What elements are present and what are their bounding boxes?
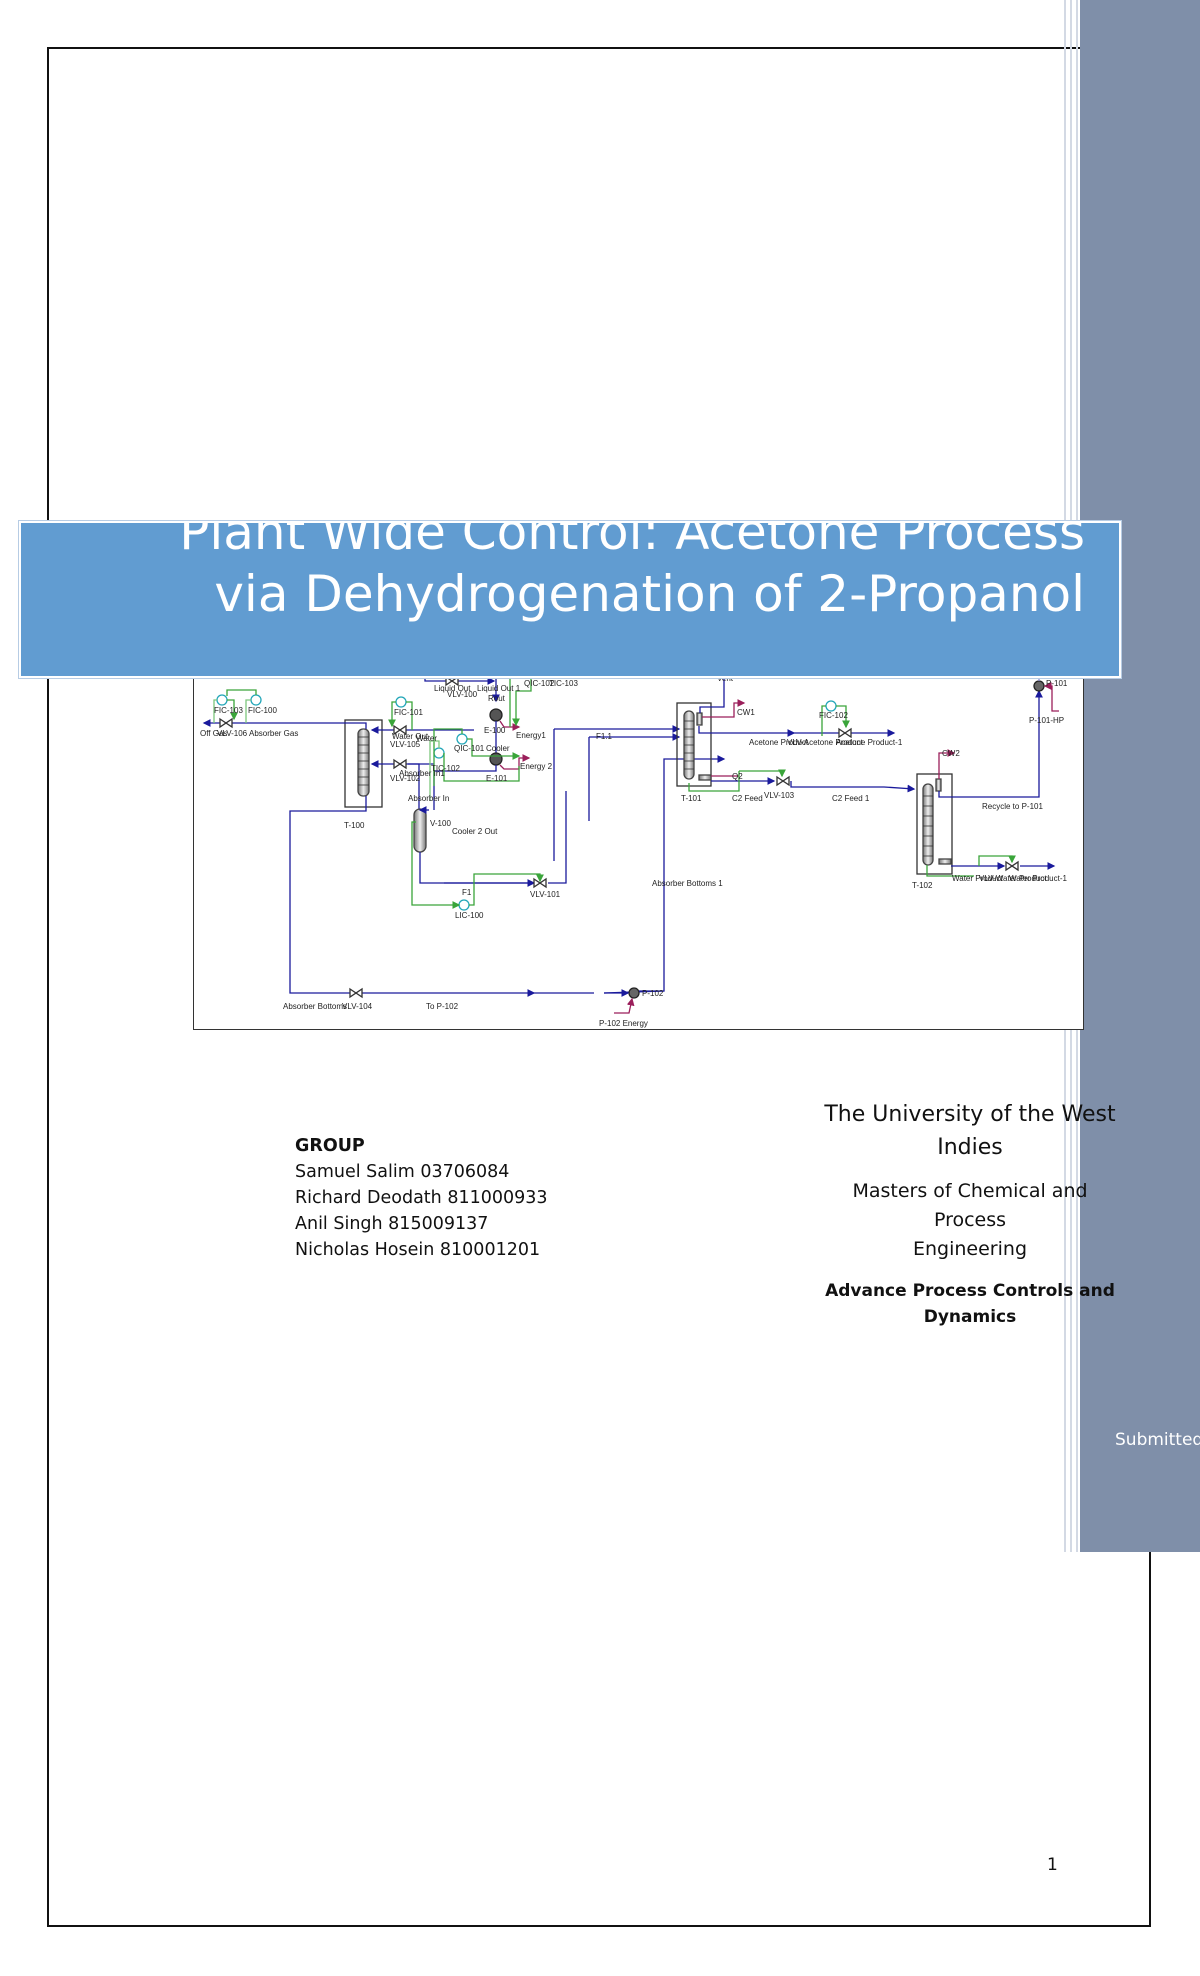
label-cooler-2-out: Cooler 2 Out xyxy=(452,827,498,836)
university-name: The University of the West Indies xyxy=(820,1098,1120,1164)
label-absorber-bottoms-1: Absorber Bottoms 1 xyxy=(652,879,723,888)
document-title: Plant Wide Control: Acetone Process via … xyxy=(21,521,1085,625)
label-fic-103: FIC-103 xyxy=(214,706,243,715)
label-vent: Vent xyxy=(717,674,734,683)
label-t-100: T-100 xyxy=(344,821,365,830)
label-fic-100: FIC-100 xyxy=(248,706,277,715)
university-line-1: The University of the West xyxy=(824,1102,1116,1127)
course-name: Advance Process Controls and Dynamics xyxy=(820,1278,1120,1330)
label-p-102-energy: P-102 Energy xyxy=(599,1019,648,1028)
label-fic-101: FIC-101 xyxy=(394,708,423,717)
label-cw1: CW1 xyxy=(737,708,755,717)
label-vlv-104: VLV-104 xyxy=(342,1002,373,1011)
group-heading: GROUP xyxy=(295,1136,365,1156)
group-member: Nicholas Hosein 810001201 xyxy=(295,1240,541,1260)
label-qic-102: QIC-102 xyxy=(524,679,555,688)
label-f1-1: F1.1 xyxy=(596,732,613,741)
label-absorber-in: Absorber In xyxy=(408,794,449,803)
label-c2-feed: C2 Feed xyxy=(732,794,763,803)
label-water: Water xyxy=(416,734,437,743)
label-energy2: Energy 2 xyxy=(520,762,553,771)
programme-line-2: Engineering xyxy=(913,1238,1027,1260)
group-member: Samuel Salim 03706084 xyxy=(295,1162,510,1182)
label-off-gas: Off Gas xyxy=(200,729,227,738)
label-vlv-acetone-product: VLV-Acetone Product xyxy=(787,738,864,747)
course-line-1: Advance Process Controls and xyxy=(825,1281,1115,1301)
group-member: Anil Singh 815009137 xyxy=(295,1214,489,1234)
university-line-2: Indies xyxy=(937,1135,1003,1160)
label-p-101: P-101 xyxy=(1046,679,1068,688)
sidebar-panel: Submitted xyxy=(1080,0,1200,1552)
label-c2-feed-1: C2 Feed 1 xyxy=(832,794,870,803)
label-recycle-to-p-101: Recycle to P-101 xyxy=(982,802,1043,811)
label-acetone-product: Acetone Product xyxy=(749,738,809,747)
programme-line-1: Masters of Chemical and Process xyxy=(852,1180,1088,1231)
label-vlv-102: VLV-102 xyxy=(390,774,421,783)
label-absorber-in1: Absorber In1 xyxy=(399,769,445,778)
label-t-101: T-101 xyxy=(681,794,702,803)
process-flow-diagram-svg: Off Gas VLV-106 Absorber Gas FIC-103 FIC… xyxy=(200,641,1068,1028)
label-p-101-hp: P-101-HP xyxy=(1029,716,1064,725)
title-banner: Plant Wide Control: Acetone Process via … xyxy=(19,521,1121,678)
label-qic-101: QIC-101 xyxy=(454,744,485,753)
t-102-box xyxy=(916,773,953,875)
label-to-p-102: To P-102 xyxy=(426,1002,459,1011)
label-energy1: Energy1 xyxy=(516,731,546,740)
label-vlv-103: VLV-103 xyxy=(764,791,795,800)
group-member: Richard Deodath 811000933 xyxy=(295,1188,548,1208)
title-line-2: via Dehydrogenation of 2-Propanol xyxy=(214,565,1085,623)
label-absorber-gas: Absorber Gas xyxy=(249,729,298,738)
label-q2: Q2 xyxy=(732,772,743,781)
label-e-100: E-100 xyxy=(484,726,506,735)
label-tic-102: TIC-102 xyxy=(431,764,460,773)
course-line-2: Dynamics xyxy=(923,1307,1017,1327)
label-acetone-product-1: Acetone Product-1 xyxy=(836,738,903,747)
label-vlv-100: VLV-100 xyxy=(447,690,478,699)
t-101-box xyxy=(676,702,712,787)
process-flow-diagram: Off Gas VLV-106 Absorber Gas FIC-103 FIC… xyxy=(193,640,1084,1030)
submitted-text: Submitted xyxy=(1115,1430,1200,1450)
group-members-block: GROUP Samuel Salim 03706084 Richard Deod… xyxy=(295,1133,548,1263)
label-water-out: Water Out xyxy=(392,732,429,741)
label-cooler: Cooler xyxy=(486,744,510,753)
label-vlv-106: VLV-106 xyxy=(217,729,248,738)
label-fic-102: FIC-102 xyxy=(819,711,848,720)
label-cw2: CW2 xyxy=(942,749,960,758)
label-water-product: Water Product xyxy=(952,874,1004,883)
page-number: 1 xyxy=(1047,1855,1058,1875)
institution-block: The University of the West Indies Master… xyxy=(820,1098,1120,1330)
label-liquid-out: Liquid Out xyxy=(434,684,471,693)
programme-name: Masters of Chemical and Process Engineer… xyxy=(820,1177,1120,1264)
label-tic-103: TIC-103 xyxy=(549,679,578,688)
title-line-1: Plant Wide Control: Acetone Process xyxy=(179,521,1085,561)
label-f1: F1 xyxy=(462,888,472,897)
label-v-100: V-100 xyxy=(430,819,451,828)
label-t-102: T-102 xyxy=(912,881,933,890)
label-vlv-101: VLV-101 xyxy=(530,890,561,899)
label-e-101: E-101 xyxy=(486,774,508,783)
label-rout: Rout xyxy=(488,694,506,703)
label-water-product-1: Water Product-1 xyxy=(1009,874,1067,883)
label-vlv-water-product: VLV-Water Product xyxy=(979,874,1047,883)
label-vlv-105: VLV-105 xyxy=(390,740,421,749)
label-p-102: P-102 xyxy=(642,989,664,998)
label-lic-100: LIC-100 xyxy=(455,911,484,920)
label-absorber-bottoms: Absorber Bottoms xyxy=(283,1002,347,1011)
label-liquid-out-1: Liquid Out 1 xyxy=(477,684,521,693)
